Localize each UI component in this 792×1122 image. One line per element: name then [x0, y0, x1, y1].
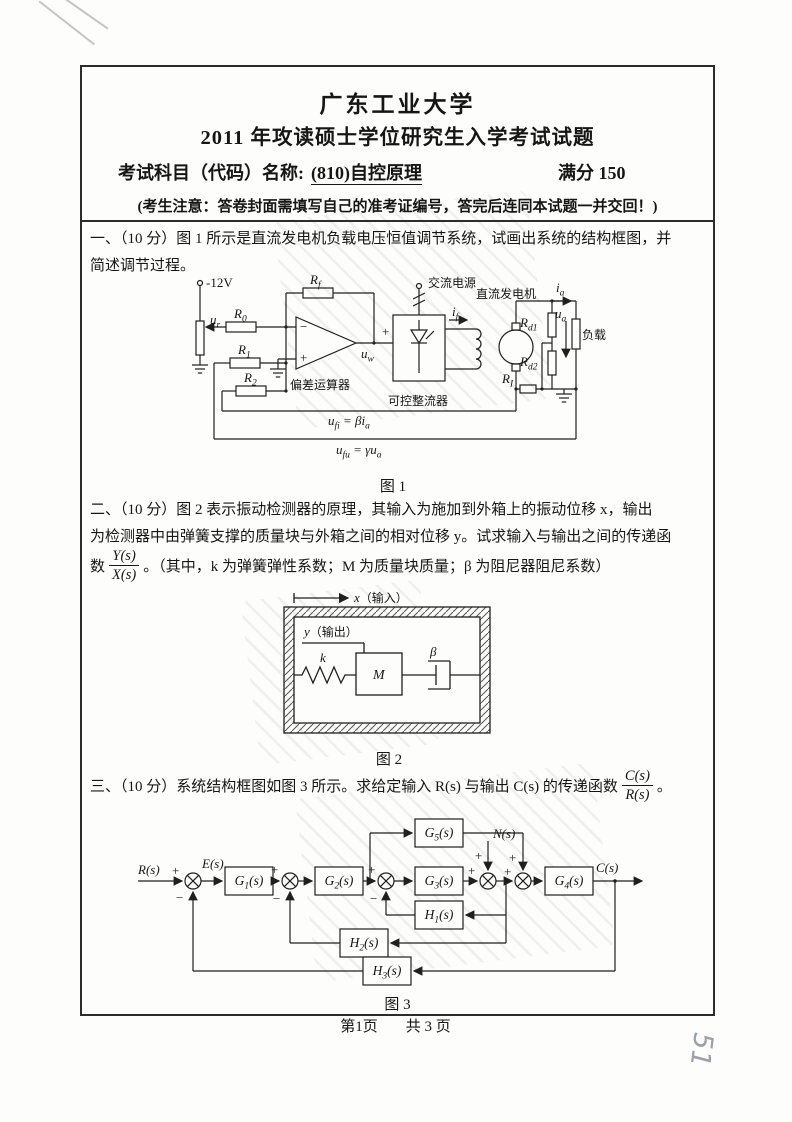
q3-prefix: 三、（10 分）系统结构框图如图 3 所示。求给定输入 R(s) 与输出 C(s… [90, 779, 618, 796]
handwritten-mark: 51 [683, 1028, 719, 1071]
question-1-line-1: 一、（10 分）图 1 所示是直流发电机负载电压恒值调节系统，试画出系统的结构框… [90, 231, 672, 247]
block-h3: H3(s) [372, 963, 402, 982]
label-generator-name: 直流发电机 [476, 287, 537, 301]
label-c-output: C(s) [596, 860, 619, 875]
label-if: if [452, 304, 459, 323]
label-spring-constant: k [320, 650, 326, 665]
figure-3-block-diagram: R(s) + − E(s) + − + − + + N(s) + + C(s) … [130, 811, 655, 1001]
label-sum2-minus: − [273, 891, 281, 906]
label-r-input: R(s) [138, 862, 160, 877]
q2-transfer-suffix: 。（其中，k 为弹簧弹性系数；M 为质量块质量；β 为阻尼器阻尼系数） [143, 559, 611, 576]
label-opamp-name: 偏差运算器 [290, 378, 351, 392]
question-1-line-2: 简述调节过程。 [90, 258, 196, 274]
label-rd1: Rd1 [520, 315, 538, 334]
label-rectifier-name: 可控整流器 [388, 394, 449, 408]
label-ac-source: 交流电源 [428, 276, 477, 290]
block-g4: G4(s) [554, 873, 584, 892]
q3-transfer-fraction: C(s)R(s) [621, 767, 653, 804]
figure-3-caption: 图 3 [384, 997, 411, 1013]
figure-1-circuit: -12V ur R0 Rf R1 R2 − + uw + 偏差运算器 交流电源 … [178, 273, 608, 473]
label-sum3-minus: − [370, 891, 378, 906]
block-g1: G1(s) [234, 873, 264, 892]
block-g3: G3(s) [424, 873, 454, 892]
q2-transfer-fraction: Y(s)X(s) [109, 547, 139, 584]
candidate-notice: (考生注意：答卷封面需填写自己的准考证编号，答完后连同本试题一并交回！) [137, 199, 658, 215]
label-voltage-feedback-equation: ufu = γua [336, 442, 382, 461]
question-2-line-3: 数 Y(s)X(s) 。（其中，k 为弹簧弹性系数；M 为质量块质量；β 为阻尼… [90, 547, 610, 584]
page-number: 第1页 [340, 1019, 378, 1035]
label-input-displacement: x（输入） [354, 590, 408, 605]
question-2-line-1: 二、（10 分）图 2 表示振动检测器的原理，其输入为施加到外箱上的振动位移 x… [90, 502, 653, 518]
label-rd2: Rd2 [520, 354, 538, 373]
block-h1: H1(s) [424, 907, 454, 926]
figure-2-caption: 图 2 [375, 752, 403, 768]
figure-2-drawing [283, 592, 491, 734]
subject-value: (810)自控原理 [311, 163, 422, 185]
question-3-line: 三、（10 分）系统结构框图如图 3 所示。求给定输入 R(s) 与输出 C(s… [90, 767, 672, 804]
label-sum4-plus: + [468, 863, 476, 878]
label-error-signal: E(s) [202, 856, 224, 871]
label-sum1-minus: − [176, 890, 184, 905]
label-r1: R1 [238, 342, 251, 361]
subject-line: 考试科目（代码）名称: (810)自控原理 满分 150 [118, 159, 713, 185]
label-rf: Rf [310, 272, 321, 291]
block-g5: G5(s) [424, 825, 454, 844]
label-sum5-plus-left: + [504, 864, 512, 879]
label-sum3-plus: + [368, 862, 376, 877]
figure-1-drawing [191, 279, 581, 440]
label-ri: RI [502, 371, 514, 390]
q3-suffix: 。 [656, 779, 672, 796]
figure-1-caption: 图 1 [379, 479, 407, 495]
label-rectifier-plus: + [382, 324, 390, 339]
label-sum4-n-plus: + [475, 848, 483, 863]
label-opamp-plus: + [300, 350, 308, 365]
full-score: 满分 150 [558, 163, 626, 183]
label-sum2-plus: + [271, 862, 279, 877]
label-opamp-minus: − [300, 319, 308, 334]
label-ua: ua [555, 306, 567, 325]
label-mass: M [373, 668, 385, 683]
subject-label: 考试科目（代码）名称: [118, 163, 304, 183]
figure-3-drawing [138, 818, 644, 986]
page-total: 共 3 页 [405, 1019, 451, 1035]
block-h2: H2(s) [349, 935, 379, 954]
q2-transfer-prefix: 数 [90, 559, 106, 576]
scan-artifact-line [38, 0, 96, 45]
label-n-disturbance: N(s) [493, 826, 516, 841]
label-uw: uw [361, 346, 374, 365]
label-r0: R0 [234, 306, 247, 325]
label-damper-coefficient: β [430, 644, 437, 659]
page-footer: 第1页 共 3 页 [80, 1015, 711, 1036]
header-divider [81, 220, 713, 222]
label-load-name: 负载 [582, 328, 607, 342]
university-name: 广东工业大学 [319, 92, 476, 117]
label-current-feedback-equation: ufi = βia [328, 413, 370, 432]
figure-2-vibration-detector: x（输入） y（输出） k M β [278, 591, 500, 743]
content-frame: 广东工业大学 2011 年攻读硕士学位研究生入学考试试题 考试科目（代码）名称:… [80, 65, 715, 1016]
label-supply-voltage: -12V [206, 275, 233, 290]
label-ur: ur [210, 312, 221, 331]
label-ia: ia [556, 280, 565, 299]
label-r2: R2 [244, 370, 257, 389]
label-sum1-plus: + [172, 863, 180, 878]
label-output-displacement: y（输出） [304, 624, 358, 639]
exam-title: 2011 年攻读硕士学位研究生入学考试试题 [200, 127, 595, 149]
label-sum5-plus-top: + [509, 850, 517, 865]
block-g2: G2(s) [324, 873, 354, 892]
question-2-line-2: 为检测器中由弹簧支撑的质量块与外箱之间的相对位移 y。试求输入与输出之间的传递函 [90, 529, 672, 545]
